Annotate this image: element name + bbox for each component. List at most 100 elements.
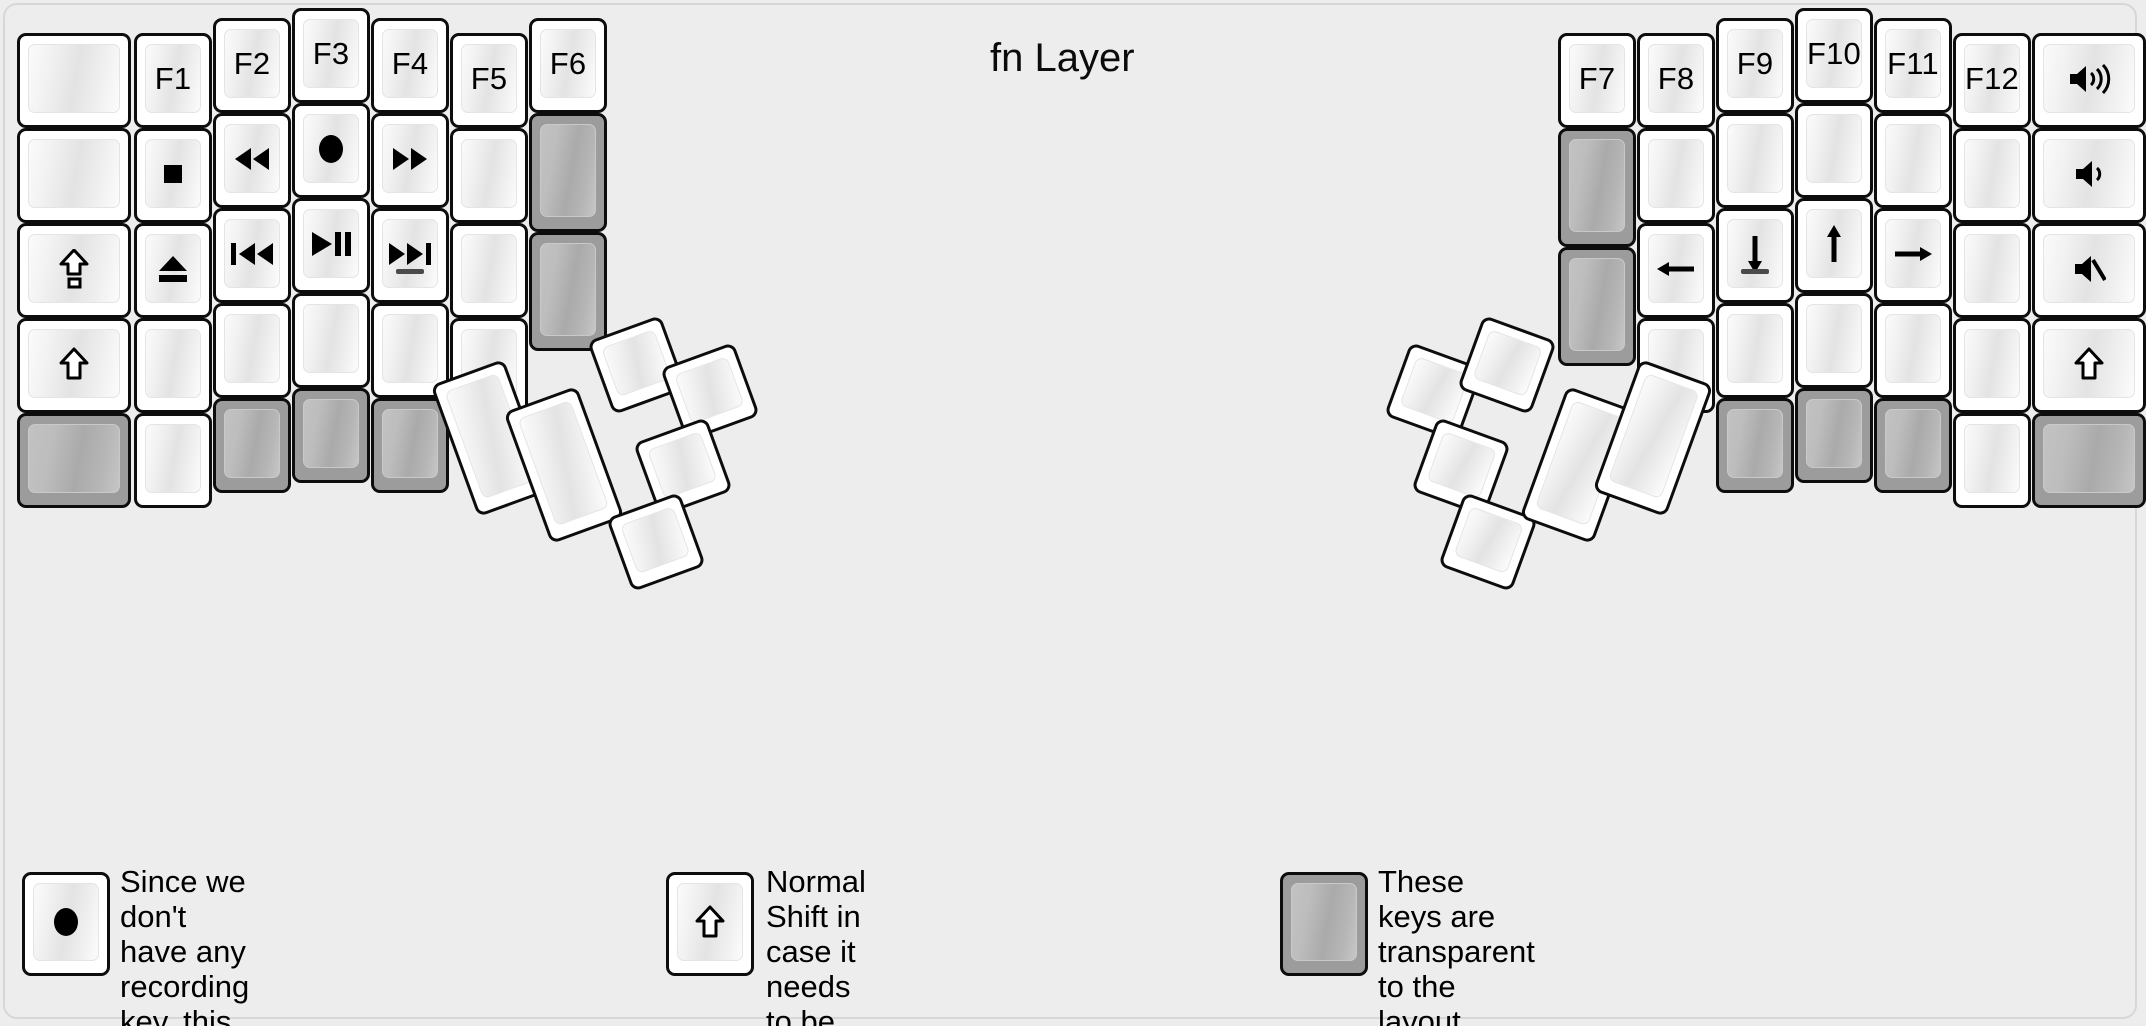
legend-text-3: These keys are transparent to the layout… <box>1378 864 1535 1026</box>
right-transparent-key[interactable] <box>1558 247 1636 366</box>
right-blank-key[interactable] <box>1953 223 2031 318</box>
left-blank-key[interactable] <box>17 33 131 128</box>
key-f7[interactable]: F7 <box>1558 33 1636 128</box>
key-f2[interactable]: F2 <box>213 18 291 113</box>
left-blank-key[interactable] <box>134 318 212 413</box>
key-media-record[interactable] <box>292 103 370 198</box>
key-shift-arrow[interactable] <box>17 318 131 413</box>
left-blank-key[interactable] <box>450 128 528 223</box>
right-blank-key[interactable] <box>1716 113 1794 208</box>
key-label: F8 <box>1657 61 1695 96</box>
key-label <box>1640 321 1712 410</box>
right-blank-key[interactable] <box>1716 303 1794 398</box>
keycap-face <box>1648 139 1704 208</box>
home-row-indicator <box>396 269 424 274</box>
keycap-face <box>1569 139 1625 232</box>
key-f9[interactable]: F9 <box>1716 18 1794 113</box>
volume-up-icon <box>2035 36 2143 125</box>
key-label <box>295 391 367 480</box>
right-transparent-key[interactable] <box>2032 413 2146 508</box>
key-media-playpause[interactable] <box>292 198 370 293</box>
keycap-face <box>1885 409 1941 478</box>
left-blank-key[interactable] <box>450 318 528 413</box>
media-eject-icon <box>137 226 209 315</box>
key-arrow-up[interactable] <box>1795 198 1873 293</box>
left-transparent-key[interactable] <box>292 388 370 483</box>
keycap-face <box>1964 424 2020 493</box>
right-transparent-key[interactable] <box>1558 128 1636 247</box>
key-f4[interactable]: F4 <box>371 18 449 113</box>
right-transparent-key[interactable] <box>1795 388 1873 483</box>
key-label: F2 <box>233 46 271 81</box>
key-volume-up[interactable] <box>2032 33 2146 128</box>
key-f6[interactable]: F6 <box>529 18 607 113</box>
left-transparent-key[interactable] <box>17 413 131 508</box>
keycap-face <box>1885 29 1941 98</box>
left-blank-key[interactable] <box>292 293 370 388</box>
right-blank-key[interactable] <box>1953 318 2031 413</box>
key-f3[interactable]: F3 <box>292 8 370 103</box>
key-media-fastforward[interactable] <box>371 113 449 208</box>
key-media-next[interactable] <box>371 208 449 303</box>
right-transparent-key[interactable] <box>1874 398 1952 493</box>
left-blank-key[interactable] <box>134 413 212 508</box>
key-caps-lock-arrow[interactable] <box>17 223 131 318</box>
key-media-stop[interactable] <box>134 128 212 223</box>
key-f10[interactable]: F10 <box>1795 8 1873 103</box>
right-blank-key[interactable] <box>1874 303 1952 398</box>
left-transparent-key[interactable] <box>529 232 607 351</box>
right-blank-key[interactable] <box>1953 413 2031 508</box>
right-blank-key[interactable] <box>1874 113 1952 208</box>
shift-arrow-icon <box>20 321 128 410</box>
key-label <box>295 296 367 385</box>
keycap-face <box>28 139 120 208</box>
keycap-face <box>1727 124 1783 193</box>
key-label <box>1956 131 2028 220</box>
media-prev-icon <box>216 211 288 300</box>
right-blank-key[interactable] <box>1795 293 1873 388</box>
key-label <box>532 116 604 229</box>
left-transparent-key[interactable] <box>371 398 449 493</box>
volume-down-icon <box>2035 131 2143 220</box>
transparent-icon <box>1283 875 1365 973</box>
key-media-eject[interactable] <box>134 223 212 318</box>
left-transparent-key[interactable] <box>213 398 291 493</box>
keycap-face <box>1885 124 1941 193</box>
right-blank-key[interactable] <box>1637 128 1715 223</box>
key-f12[interactable]: F12 <box>1953 33 2031 128</box>
key-arrow-left[interactable] <box>1637 223 1715 318</box>
key-f8[interactable]: F8 <box>1637 33 1715 128</box>
key-label <box>20 131 128 220</box>
key-arrow-down[interactable] <box>1716 208 1794 303</box>
left-blank-key[interactable] <box>213 303 291 398</box>
key-volume-down[interactable] <box>2032 128 2146 223</box>
key-media-rewind[interactable] <box>213 113 291 208</box>
legend: Since we don't have any recording key, t… <box>0 864 2146 1026</box>
left-transparent-key[interactable] <box>529 113 607 232</box>
left-blank-key[interactable] <box>450 223 528 318</box>
keycap-face <box>540 29 596 98</box>
key-volume-mute[interactable] <box>2032 223 2146 318</box>
right-blank-key[interactable] <box>1795 103 1873 198</box>
keycap-face <box>1806 19 1862 88</box>
key-f1[interactable]: F1 <box>134 33 212 128</box>
arrow-up-icon <box>1798 201 1870 290</box>
keycap-face <box>303 399 359 468</box>
media-rewind-icon <box>216 116 288 205</box>
left-blank-key[interactable] <box>17 128 131 223</box>
key-media-prev[interactable] <box>213 208 291 303</box>
right-blank-key[interactable] <box>1637 318 1715 413</box>
right-blank-key[interactable] <box>1953 128 2031 223</box>
key-f5[interactable]: F5 <box>450 33 528 128</box>
key-arrow-right[interactable] <box>1874 208 1952 303</box>
key-label <box>1877 116 1949 205</box>
key-shift-arrow[interactable] <box>2032 318 2146 413</box>
key-label: F11 <box>1887 46 1939 81</box>
key-f11[interactable]: F11 <box>1874 18 1952 113</box>
key-label <box>1561 250 1633 363</box>
right-transparent-key[interactable] <box>1716 398 1794 493</box>
keycap-face <box>28 424 120 493</box>
media-playpause-icon <box>295 201 367 290</box>
record-dot-icon <box>25 875 107 973</box>
left-blank-key[interactable] <box>371 303 449 398</box>
